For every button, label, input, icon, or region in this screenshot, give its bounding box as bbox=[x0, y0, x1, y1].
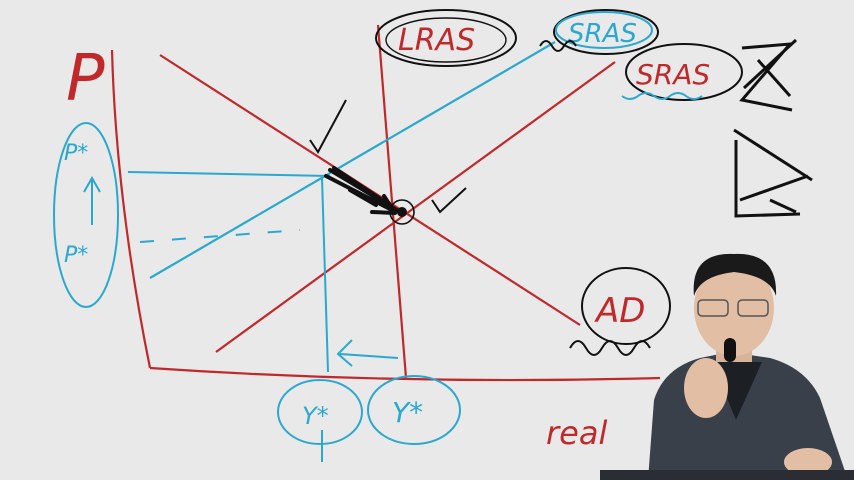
equilibrium-dot bbox=[397, 207, 407, 217]
shift-scribble-upper bbox=[739, 38, 798, 112]
x-axis-label: real bbox=[546, 414, 607, 452]
lras-curve bbox=[376, 24, 408, 379]
presenter-hand-right bbox=[784, 448, 832, 476]
sras-new-label-circle bbox=[553, 9, 659, 55]
sras-old-curve bbox=[215, 61, 616, 353]
output-drop-line bbox=[321, 177, 329, 373]
price-labels-circle bbox=[53, 122, 119, 308]
ad-label: AD bbox=[594, 291, 645, 331]
price-axis bbox=[110, 49, 152, 369]
sras-old-label: SRAS bbox=[636, 58, 710, 91]
presenter-hair bbox=[693, 253, 777, 296]
sras-old-label-underline bbox=[621, 92, 703, 100]
ad-label-circle bbox=[581, 267, 671, 345]
price-level-line-dashed bbox=[139, 229, 301, 243]
desk-edge bbox=[600, 470, 854, 480]
output-label-left: Y* bbox=[302, 402, 329, 430]
equilibrium-point bbox=[389, 199, 415, 225]
shift-scribble-lower bbox=[733, 128, 813, 218]
price-level-line-new bbox=[127, 171, 331, 177]
sras-old-label-circle bbox=[625, 43, 743, 101]
sras-new-label-circle-blue bbox=[555, 11, 653, 49]
equilibrium-shift-arrow bbox=[324, 166, 402, 215]
microphone bbox=[724, 338, 736, 362]
price-label-lower: P* bbox=[64, 243, 88, 268]
ad-label-scribble bbox=[569, 340, 651, 356]
sras-new-label: SRAS bbox=[568, 19, 637, 49]
sras-new-curve bbox=[149, 41, 556, 279]
price-rise-arrow bbox=[83, 175, 101, 225]
lras-label-circle bbox=[375, 9, 517, 67]
output-shift-arrow bbox=[336, 339, 399, 367]
output-label-right-circle bbox=[367, 375, 461, 445]
presenter bbox=[600, 253, 854, 480]
lras-label-circle-inner bbox=[385, 17, 507, 63]
check-mark-upper bbox=[309, 99, 347, 154]
presenter-face bbox=[694, 260, 774, 356]
price-label-upper: P* bbox=[64, 141, 88, 166]
output-axis bbox=[149, 366, 661, 382]
output-label-left-circle bbox=[277, 379, 363, 445]
presenter-glasses bbox=[697, 299, 729, 317]
sras-new-label-scribble bbox=[539, 40, 577, 52]
presenter-glasses-right bbox=[737, 299, 769, 317]
output-label-right: Y* bbox=[392, 396, 423, 429]
check-mark-right bbox=[431, 187, 467, 214]
presenter-hand-left bbox=[684, 358, 728, 418]
y-axis-label: P bbox=[66, 42, 105, 116]
lras-label: LRAS bbox=[398, 23, 475, 58]
